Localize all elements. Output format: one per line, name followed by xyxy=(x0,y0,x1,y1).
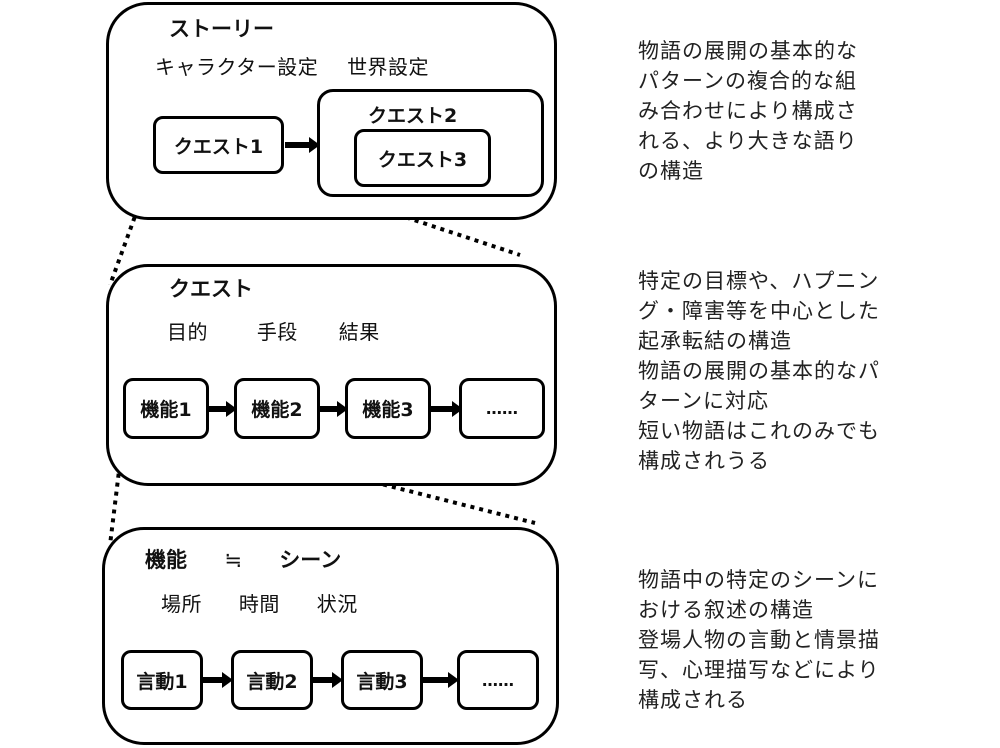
arrow-function-1-2 xyxy=(209,401,237,417)
scene-prop-situation: 状況 xyxy=(316,592,358,616)
arrow-function-3-more xyxy=(431,401,463,417)
scene-panel: 機能 ≒ シーン 場所 時間 状況 言動1 言動2 言動3 …… xyxy=(102,527,559,745)
arrow-quest1-to-quest2 xyxy=(285,137,320,153)
scene-title: 機能 ≒ シーン xyxy=(145,550,341,571)
story-description: 物語の展開の基本的な パターンの複合的な組 み合わせにより構成さ れる、より大き… xyxy=(638,39,858,183)
quest-description: 特定の目標や、ハプニン グ・障害等を中心とした 起承転結の構造 物語の展開の基本… xyxy=(638,269,880,473)
quest-prop-result: 結果 xyxy=(338,320,380,344)
scene-title-scene: シーン xyxy=(279,548,342,572)
scene-prop-place: 場所 xyxy=(161,592,202,616)
function-box-2: 機能2 xyxy=(234,378,320,439)
quest-title: クエスト xyxy=(169,277,253,301)
action-box-1: 言動1 xyxy=(121,650,203,710)
function-box-3: 機能3 xyxy=(345,378,431,439)
arrow-action-2-3 xyxy=(313,672,343,688)
story-props: キャラクター設定 世界設定 xyxy=(155,57,451,77)
scene-description: 物語中の特定のシーンに おける叙述の構造 登場人物の言動と情景描 写、心理描写な… xyxy=(638,568,880,712)
quest1-box: クエスト1 xyxy=(153,116,284,174)
scene-title-function: 機能 xyxy=(145,548,187,572)
story-prop-character: キャラクター設定 xyxy=(155,55,319,79)
action-box-more: …… xyxy=(457,650,539,710)
story-prop-world: 世界設定 xyxy=(347,55,430,79)
quest-prop-means: 手段 xyxy=(256,320,298,344)
arrow-action-1-2 xyxy=(203,672,233,688)
quest-prop-goal: 目的 xyxy=(167,320,208,344)
story-title: ストーリー xyxy=(169,17,274,41)
function-box-1: 機能1 xyxy=(123,378,209,439)
quest2-label: クエスト2 xyxy=(368,105,458,127)
quest-props: 目的 手段 結果 xyxy=(167,322,402,342)
action-box-3: 言動3 xyxy=(341,650,423,710)
scene-title-approx: ≒ xyxy=(224,548,242,572)
arrow-action-3-more xyxy=(423,672,459,688)
scene-prop-time: 時間 xyxy=(238,592,280,616)
scene-props: 場所 時間 状況 xyxy=(161,594,380,614)
quest3-box: クエスト3 xyxy=(354,129,491,187)
function-box-more: …… xyxy=(459,378,545,439)
quest-panel: クエスト 目的 手段 結果 機能1 機能2 機能3 …… xyxy=(106,264,557,486)
arrow-function-2-3 xyxy=(320,401,348,417)
story-panel: ストーリー キャラクター設定 世界設定 クエスト1 クエスト2 クエスト3 xyxy=(106,2,557,220)
action-box-2: 言動2 xyxy=(231,650,313,710)
